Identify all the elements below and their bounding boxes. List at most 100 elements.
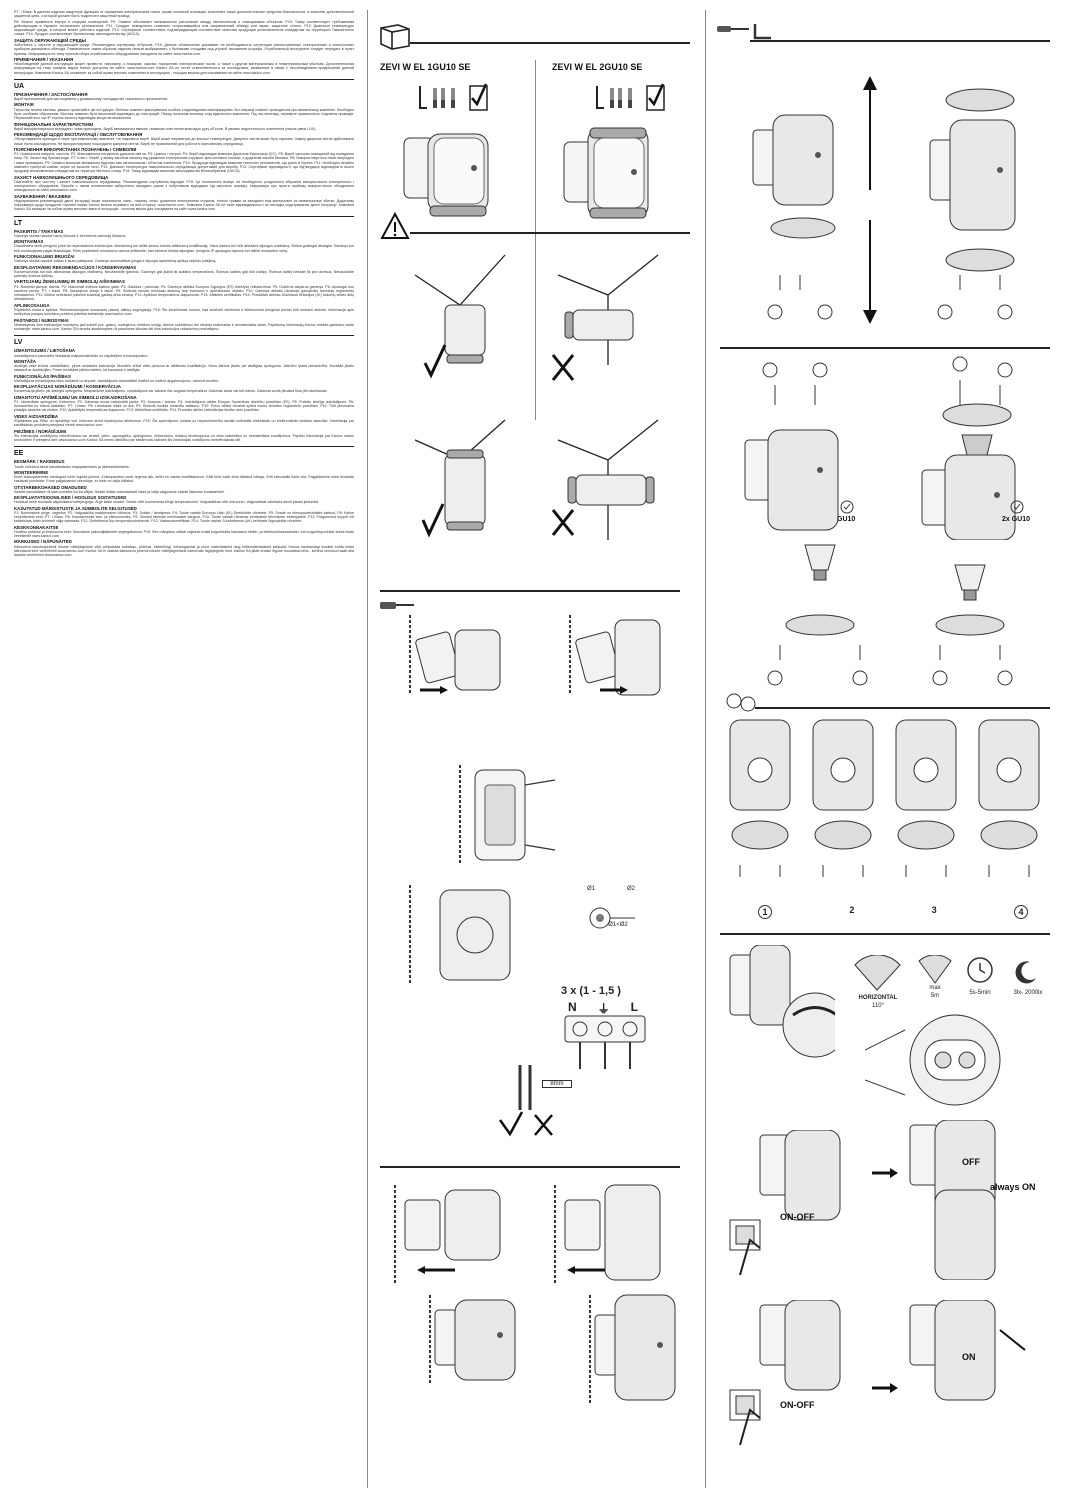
section-heading: ПРИЗНАЧЕННЯ / ЗАСТОСУВАННЯ <box>14 91 88 97</box>
incorrect-horizontal-mount <box>551 254 659 381</box>
paragraph: P8: Можно применять внутри и снаружи пом… <box>14 19 354 37</box>
strip-length-label: 8mm <box>542 1080 572 1088</box>
paragraph: Nesilaikymas šios instrukcijos nurodymų … <box>14 322 354 332</box>
paragraph: Konservavimas turi būti atliekamas atjun… <box>14 269 354 279</box>
section-rule <box>410 42 690 44</box>
gu10-bulb-icon <box>954 564 986 601</box>
paragraph: Konservācija jāveic pie atslēgta spriegu… <box>14 389 328 394</box>
language-header: LT <box>14 215 354 228</box>
section-heading: PASKIRTIS / TAIKYMAS <box>14 228 64 234</box>
paragraph: P1: Nominālais spriegums, frekvence. P2:… <box>14 399 354 413</box>
up-down-arrows <box>863 76 877 324</box>
terminal-l-label: L <box>630 1000 638 1014</box>
right-arrow-icon <box>872 1168 898 1178</box>
paragraph: Перш ніж почати монтаж, уважно прочитайт… <box>14 107 354 121</box>
incorrect-horizontal-mount <box>551 419 659 540</box>
switch-always-on-scene <box>909 1120 996 1280</box>
tools-icon <box>717 24 771 40</box>
section-heading: MONTEERIMINE <box>14 469 49 475</box>
terminal-block-labels: N ⏚ L <box>568 1000 638 1017</box>
section-heading: VIDES AIZSARDZĪBA <box>14 413 58 419</box>
box-icon <box>380 24 410 50</box>
paragraph: Rūpinkitės švara ir aplinka. Rekomenduoj… <box>14 307 354 317</box>
wall-mount-step-1-double <box>569 615 661 696</box>
section-heading: MÄRKUSED / NÄPUNÄITED <box>14 539 72 545</box>
cable-spec: 3 x (1 - 1,5 ) <box>561 985 621 997</box>
check-circle-icon <box>1010 500 1024 514</box>
sensor-knobs-zoom <box>865 1014 1001 1106</box>
sensor-adjust-steps <box>729 719 1040 877</box>
correct-vertical-mount <box>414 254 506 379</box>
gland-diameter-diagram <box>589 907 635 929</box>
terminal-earth-label: ⏚ <box>597 1002 610 1016</box>
reassembled-single <box>744 429 839 531</box>
language-header: EE <box>14 446 354 458</box>
off-label: OFF <box>962 1157 980 1167</box>
column-divider <box>367 10 368 1488</box>
step-3: 3 <box>931 905 937 915</box>
paragraph: Пам'ятайте про чистоту і захист навколиш… <box>14 179 354 193</box>
paragraph: Gaminys skirtas naudoti namų ūkiuose ir … <box>14 233 127 238</box>
section-heading: ПОЯСНЕННЯ ВИКОРИСТАНИХ ПОЗНАЧЕНЬ І СИМВО… <box>14 146 137 152</box>
paragraph: Izstrādājums izmantojams telpu iekšienē … <box>14 378 219 383</box>
section-rule <box>380 590 680 592</box>
section-rule <box>750 40 1050 42</box>
screwdriver-icon <box>380 602 414 609</box>
gu10-label: GU10 <box>837 516 856 523</box>
terminal-n-label: N <box>568 1000 577 1014</box>
disassembly-single <box>752 114 836 239</box>
wire-strip-diagram <box>498 1065 553 1137</box>
screws-rotate-icons <box>767 614 1013 686</box>
parts-kit-icon <box>419 83 488 111</box>
section-heading: PIEZĪMES / NORĀDĪJUMI <box>14 428 66 434</box>
paragraph: P1: Nominali įtampa, dažnis. P2: Maksima… <box>14 284 354 302</box>
switch-on-scene <box>729 1300 841 1446</box>
section-heading: APLINKOSAUGA <box>14 302 50 308</box>
warning-icon <box>380 212 410 239</box>
section-heading: KASUTATUD MÄRGISTUSTE JA SÜMBOLITE SELGI… <box>14 505 137 511</box>
section-rule <box>410 232 690 234</box>
step-numbers: 1 2 3 4 <box>758 905 1028 919</box>
section-heading: EKSPLUATĀCIJAS NORĀDĪJUMI / KONSERVĀCIJA <box>14 384 121 390</box>
step-4: 4 <box>1013 905 1028 919</box>
wall-mount-final-double <box>554 1184 661 1285</box>
section-heading: РЕКОМЕНДАЦІЇ ЩОДО ЕКСПЛУАТАЦІЇ / ОБСЛУГО… <box>14 132 143 138</box>
paragraph: Обслуговування проводити лише при вимкне… <box>14 137 354 146</box>
section-heading: ФУНКЦІОНАЛЬНІ ХАРАКТЕРИСТИКИ <box>14 121 94 127</box>
mounting-plate-screws <box>459 765 556 865</box>
on-off-label-1: ON-OFF <box>780 1212 815 1222</box>
section-heading: МОНТАЖ <box>14 102 34 108</box>
section-heading: KESKKONNAKAITSE <box>14 524 59 530</box>
screws-rotate-icons <box>767 275 1013 320</box>
section-heading: OTSTARBEKOHASED OMADUSED <box>14 484 87 490</box>
model-1-title: ZEVI W EL 1GU10 SE <box>380 62 471 72</box>
paragraph: Hooldust tohib teostada väljalülitatud t… <box>14 500 320 505</box>
section-rule <box>755 707 1050 709</box>
range-max-label: max <box>929 985 941 991</box>
paragraph: Aizliegts veikt ierīces uzstādīšanu, pir… <box>14 364 354 373</box>
diameter-1-label: Ø1 <box>586 886 595 892</box>
disassembly-double <box>929 88 1016 272</box>
section-heading: MONTAVIMAS <box>14 239 44 245</box>
correct-vertical-mount <box>414 419 506 538</box>
right-arrow-icon <box>872 1383 898 1393</box>
gu10-bulb-icon <box>804 544 836 581</box>
paragraph: Виріб призначений для застосування у дом… <box>14 97 168 102</box>
paragraph: Käesoleva kasutusjuhendi nõuete mittejär… <box>14 544 354 558</box>
section-rule <box>720 347 1050 349</box>
paragraph: Šīs instrukcijas norādījumu neievērošana… <box>14 433 354 442</box>
section-heading: MONTĀŽA <box>14 358 36 364</box>
wall-mount-final <box>394 1185 501 1285</box>
paragraph: Gaminys skirtas naudoti vidaus ir lauko … <box>14 259 217 264</box>
paragraph: Rūpējieties par tīrību un apkārtējo vidi… <box>14 418 354 428</box>
step-1: 1 <box>758 905 772 919</box>
step-2: 2 <box>849 905 855 915</box>
diameter-2-label: Ø2 <box>626 886 635 892</box>
sensor-lamp-side <box>729 945 835 1058</box>
parts-kit-icon <box>596 83 665 111</box>
on-label: ON <box>962 1352 976 1362</box>
language-header: UA <box>14 78 354 91</box>
paragraph: P1: Nominaalne pinge, sagedus. P2: Valgu… <box>14 510 354 524</box>
paragraph: Enne kokkupanemise toiminguid tuleb luge… <box>14 475 354 484</box>
reassembled-double <box>921 403 1016 540</box>
